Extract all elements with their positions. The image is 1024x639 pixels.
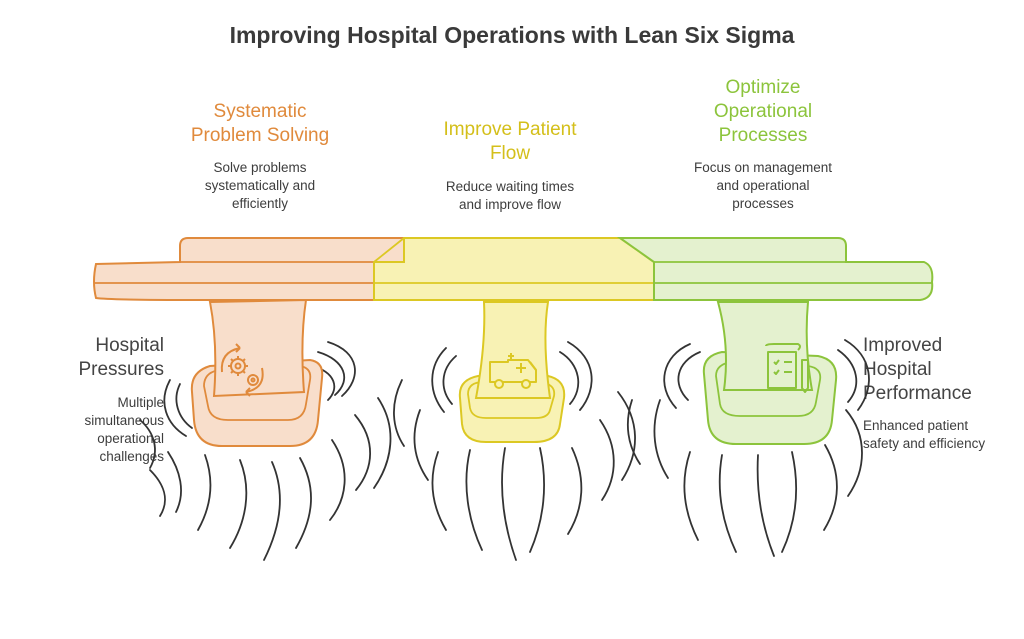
gears-cycle-icon xyxy=(220,343,264,397)
pillar-1 xyxy=(190,298,324,447)
pillar-2 xyxy=(458,301,566,443)
pillar-2-heading: Improve Patient Flow xyxy=(443,119,577,164)
pillar-3 xyxy=(702,301,838,445)
diagram-title: Improving Hospital Operations with Lean … xyxy=(229,22,795,48)
right-description: Enhanced patient safety and efficiency xyxy=(863,418,986,451)
bridge-deck xyxy=(93,237,934,301)
pillar-1-heading: Systematic Problem Solving xyxy=(190,101,330,146)
left-heading: Hospital Pressures xyxy=(78,335,164,380)
pillar-3-heading: Optimize Operational Processes xyxy=(713,77,813,146)
pillar-1-description: Solve problems systematically and effici… xyxy=(204,160,316,211)
right-heading: Improved Hospital Performance xyxy=(863,335,972,404)
left-description: Multiple simultaneous operational challe… xyxy=(84,395,164,464)
water-ripples xyxy=(139,339,870,561)
pillar-2-description: Reduce waiting times and improve flow xyxy=(445,179,575,212)
ambulance-icon xyxy=(489,353,537,389)
checklist-icon xyxy=(765,343,809,393)
pillar-3-description: Focus on management and operational proc… xyxy=(693,160,833,211)
